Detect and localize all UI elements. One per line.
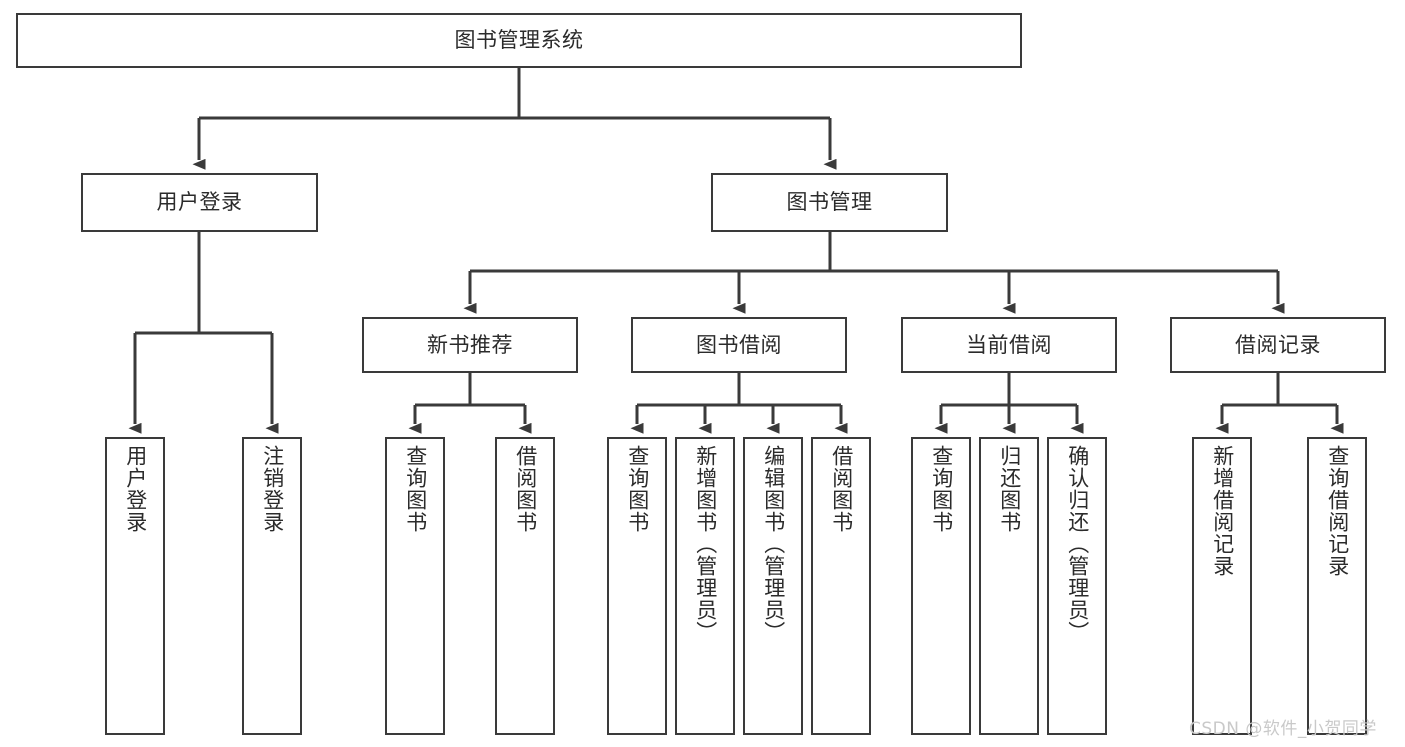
- node-user-login-label: 用户登录: [156, 190, 243, 215]
- node-leaf-logout-login-label: 注销登录: [260, 445, 285, 533]
- node-leaf-logout-login[interactable]: 注销登录: [242, 437, 302, 735]
- node-leaf-query-book-3-label: 查询图书: [929, 445, 954, 533]
- node-leaf-borrow-book-1[interactable]: 借阅图书: [495, 437, 555, 735]
- node-leaf-add-record[interactable]: 新增借阅记录: [1192, 437, 1252, 735]
- node-leaf-query-record[interactable]: 查询借阅记录: [1307, 437, 1367, 735]
- node-book-borrow-label: 图书借阅: [696, 332, 782, 357]
- node-current-borrow[interactable]: 当前借阅: [901, 317, 1117, 373]
- node-book-manage-label: 图书管理: [786, 190, 873, 215]
- node-leaf-add-book[interactable]: 新增图书（管理员）: [675, 437, 735, 735]
- node-leaf-query-book-1-label: 查询图书: [403, 445, 428, 533]
- node-book-borrow[interactable]: 图书借阅: [631, 317, 847, 373]
- node-leaf-user-login[interactable]: 用户登录: [105, 437, 165, 735]
- node-leaf-add-record-label: 新增借阅记录: [1210, 445, 1235, 577]
- node-leaf-query-record-label: 查询借阅记录: [1325, 445, 1350, 577]
- node-new-book-recommend-label: 新书推荐: [427, 332, 513, 357]
- node-leaf-query-book-2-label: 查询图书: [625, 445, 650, 533]
- node-leaf-borrow-book-1-label: 借阅图书: [513, 445, 538, 533]
- node-leaf-add-book-label: 新增图书（管理员）: [693, 445, 718, 643]
- node-leaf-borrow-book-2-label: 借阅图书: [829, 445, 854, 533]
- csdn-watermark: CSDN @软件_小贺同学: [1189, 719, 1377, 739]
- node-borrow-record-label: 借阅记录: [1235, 332, 1321, 357]
- node-leaf-confirm-return[interactable]: 确认归还（管理员）: [1047, 437, 1107, 735]
- node-user-login[interactable]: 用户登录: [81, 173, 318, 232]
- node-leaf-query-book-3[interactable]: 查询图书: [911, 437, 971, 735]
- node-new-book-recommend[interactable]: 新书推荐: [362, 317, 578, 373]
- node-borrow-record[interactable]: 借阅记录: [1170, 317, 1386, 373]
- node-leaf-return-book[interactable]: 归还图书: [979, 437, 1039, 735]
- node-leaf-query-book-2[interactable]: 查询图书: [607, 437, 667, 735]
- node-leaf-user-login-label: 用户登录: [123, 445, 148, 533]
- node-root-label: 图书管理系统: [454, 28, 584, 53]
- node-root[interactable]: 图书管理系统: [16, 13, 1022, 68]
- node-current-borrow-label: 当前借阅: [966, 332, 1052, 357]
- node-leaf-edit-book[interactable]: 编辑图书（管理员）: [743, 437, 803, 735]
- node-leaf-edit-book-label: 编辑图书（管理员）: [761, 445, 786, 643]
- node-leaf-return-book-label: 归还图书: [997, 445, 1022, 533]
- node-leaf-confirm-return-label: 确认归还（管理员）: [1065, 445, 1090, 643]
- node-leaf-query-book-1[interactable]: 查询图书: [385, 437, 445, 735]
- node-book-manage[interactable]: 图书管理: [711, 173, 948, 232]
- node-leaf-borrow-book-2[interactable]: 借阅图书: [811, 437, 871, 735]
